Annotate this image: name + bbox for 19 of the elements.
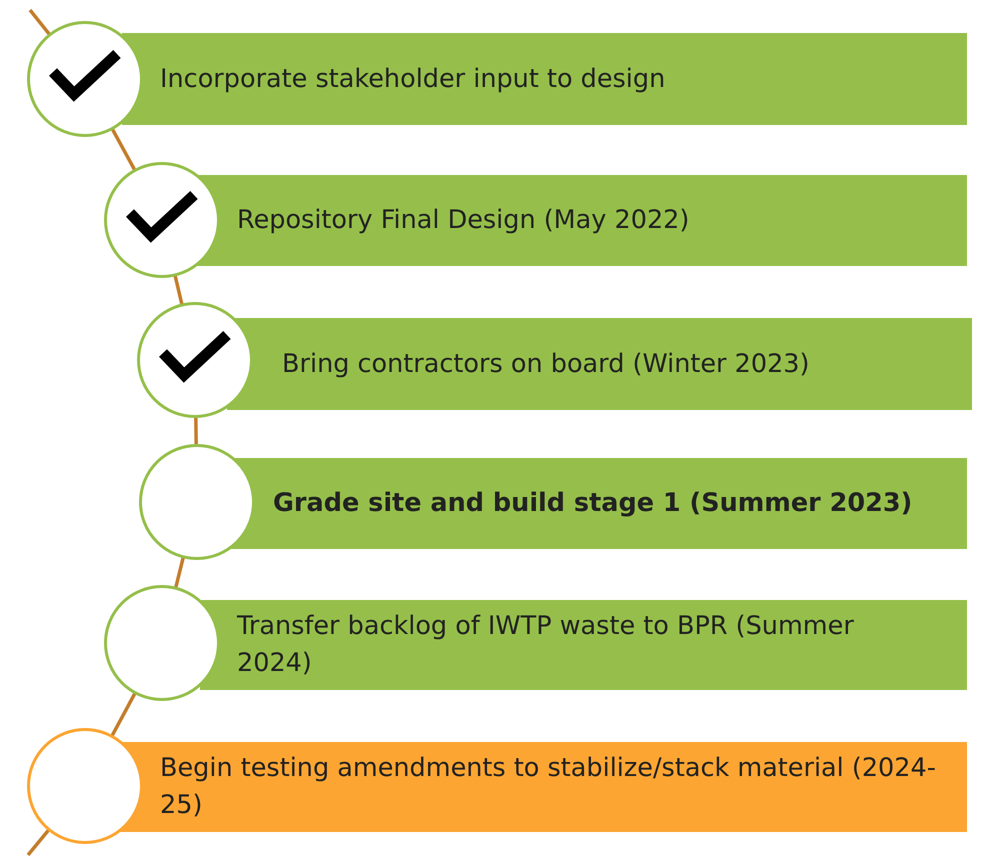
milestone-bar <box>227 318 972 410</box>
milestone-text: Transfer backlog of IWTP waste to BPR (Summer 2024) <box>237 610 855 680</box>
milestone-bar <box>230 458 967 549</box>
timeline-line <box>26 828 51 856</box>
milestone-text: Repository Final Design (May 2022) <box>237 204 690 238</box>
milestone-text: Grade site and build stage 1 (Summer 2023) <box>273 487 912 520</box>
timeline-line <box>28 8 52 36</box>
milestone-bar <box>200 600 967 690</box>
milestone-bar <box>195 175 967 266</box>
timeline-line <box>174 556 186 590</box>
milestone-text: Incorporate stakeholder input to design <box>160 62 666 96</box>
milestone-bar <box>122 33 967 125</box>
timeline-line <box>110 691 137 738</box>
milestone-text: Begin testing amendments to stabilize/stack material (2024-25) <box>160 752 937 822</box>
milestone-bar <box>120 742 967 832</box>
milestone-text: Bring contractors on board (Winter 2023) <box>282 348 810 381</box>
timeline-line <box>173 274 184 306</box>
timeline-line <box>110 127 137 172</box>
timeline-line <box>194 416 198 446</box>
